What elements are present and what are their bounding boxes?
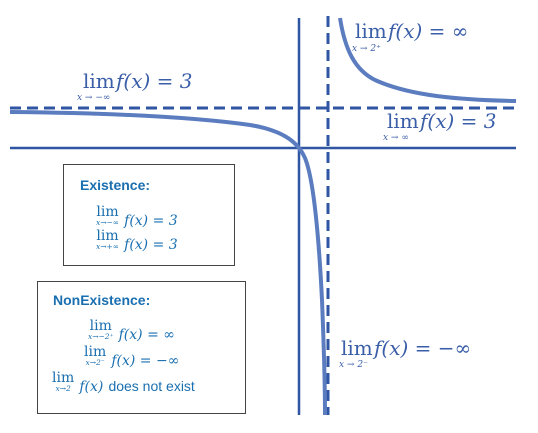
- lim-sub: x→2: [55, 384, 71, 393]
- svg-text:lim: lim: [341, 336, 373, 360]
- svg-text:f(x) = 3: f(x) = 3: [418, 109, 496, 133]
- limit-expr: f(x) = −∞: [111, 353, 180, 369]
- curve-right-branch: [338, 17, 517, 103]
- label-limit-pos-infinity: lim f(x) = 3 x → ∞: [383, 109, 496, 143]
- lim-sub: x→−∞: [96, 218, 120, 227]
- svg-text:f(x) = −∞: f(x) = −∞: [372, 336, 471, 360]
- lim-word: lim: [89, 318, 112, 334]
- existence-title: Existence:: [80, 177, 151, 193]
- svg-text:x → 2⁺: x → 2⁺: [352, 44, 381, 54]
- svg-text:x → ∞: x → ∞: [383, 133, 409, 143]
- limit-expr: f(x) = 3: [124, 237, 178, 253]
- svg-text:lim: lim: [83, 69, 115, 93]
- lim-word: lim: [84, 344, 107, 360]
- label-limit-2-plus: lim f(x) = ∞ x → 2⁺: [352, 19, 468, 54]
- curve-left-branch: [9, 110, 327, 416]
- lim-sub: x→+∞: [96, 242, 120, 251]
- svg-text:f(x) = ∞: f(x) = ∞: [386, 19, 468, 43]
- svg-text:f(x) = 3: f(x) = 3: [114, 69, 192, 93]
- lim-sub: x→2⁻: [85, 358, 105, 367]
- limit-expr: f(x) = ∞: [118, 327, 175, 343]
- lim-word: lim: [52, 370, 75, 386]
- svg-text:x → 2⁻: x → 2⁻: [339, 360, 368, 370]
- lim-word: lim: [96, 204, 119, 220]
- limit-expr: f(x): [79, 379, 104, 395]
- lim-word: lim: [96, 228, 119, 244]
- does-not-exist-text: does not exist: [108, 378, 195, 394]
- lim-sub: x→−2⁺: [88, 332, 114, 341]
- svg-text:x → −∞: x → −∞: [77, 93, 110, 103]
- nonexistence-title: NonExistence:: [53, 292, 151, 308]
- svg-text:lim: lim: [355, 19, 387, 43]
- svg-text:lim: lim: [387, 109, 419, 133]
- limit-expr: f(x) = 3: [124, 213, 178, 229]
- label-limit-2-minus: lim f(x) = −∞ x → 2⁻: [339, 336, 471, 370]
- label-limit-neg-infinity: lim f(x) = 3 x → −∞: [77, 69, 192, 103]
